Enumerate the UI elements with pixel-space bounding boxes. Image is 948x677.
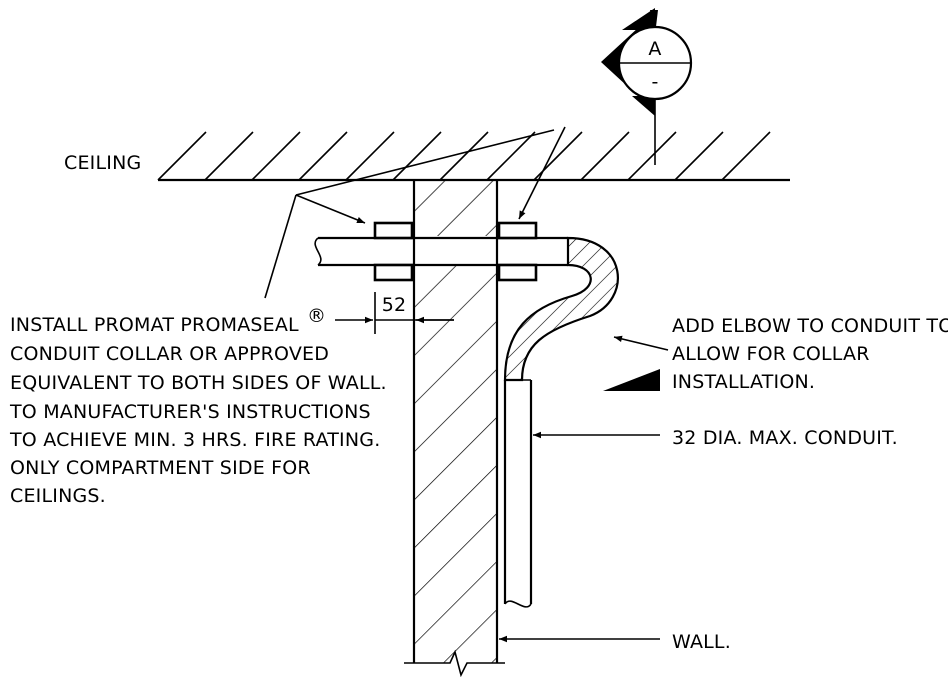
registered-mark: ® (307, 305, 326, 327)
conduit-collars (373, 221, 538, 282)
left-note-line-7: CEILINGS. (10, 485, 106, 507)
section-letter: A (648, 38, 661, 60)
collar-left-bottom (373, 263, 414, 282)
collar-leaders (264, 126, 566, 299)
conduit-label: 32 DIA. MAX. CONDUIT. (672, 427, 898, 449)
ceiling-hatching (157, 131, 771, 181)
wall (404, 180, 505, 677)
collar-left-top (373, 221, 414, 240)
dimension-value: 52 (382, 294, 407, 316)
left-note-line-6: ONLY COMPARTMENT SIDE FOR (10, 457, 311, 479)
ceiling (157, 131, 790, 182)
collar-right-bottom (497, 263, 538, 282)
elbow-indicator-triangle (603, 369, 660, 391)
left-note-line-3: EQUIVALENT TO BOTH SIDES OF WALL. (10, 372, 387, 394)
right-note-line-1: ADD ELBOW TO CONDUIT TO (672, 315, 948, 337)
right-leaders (499, 335, 669, 643)
left-note-line-1: INSTALL PROMAT PROMASEAL (10, 314, 299, 336)
conduit-elbow (503, 236, 619, 382)
right-note-line-2: ALLOW FOR COLLAR (672, 343, 870, 365)
left-note-line-2: CONDUIT COLLAR OR APPROVED (10, 343, 329, 365)
left-note-line-4: TO MANUFACTURER'S INSTRUCTIONS (9, 401, 371, 423)
section-marker: A - (601, 8, 693, 165)
dimension-52: 52 (335, 292, 454, 334)
wall-break-line (404, 649, 505, 677)
left-note-line-5: TO ACHIEVE MIN. 3 HRS. FIRE RATING. (9, 429, 380, 451)
section-sheet: - (651, 71, 658, 93)
wall-label: WALL. (672, 631, 731, 653)
right-note: ADD ELBOW TO CONDUIT TO ALLOW FOR COLLAR… (672, 315, 948, 393)
collar-right-top (497, 221, 538, 240)
ceiling-label: CEILING (64, 152, 141, 174)
right-note-line-3: INSTALLATION. (672, 371, 815, 393)
left-note: INSTALL PROMAT PROMASEAL ® CONDUIT COLLA… (9, 305, 387, 507)
